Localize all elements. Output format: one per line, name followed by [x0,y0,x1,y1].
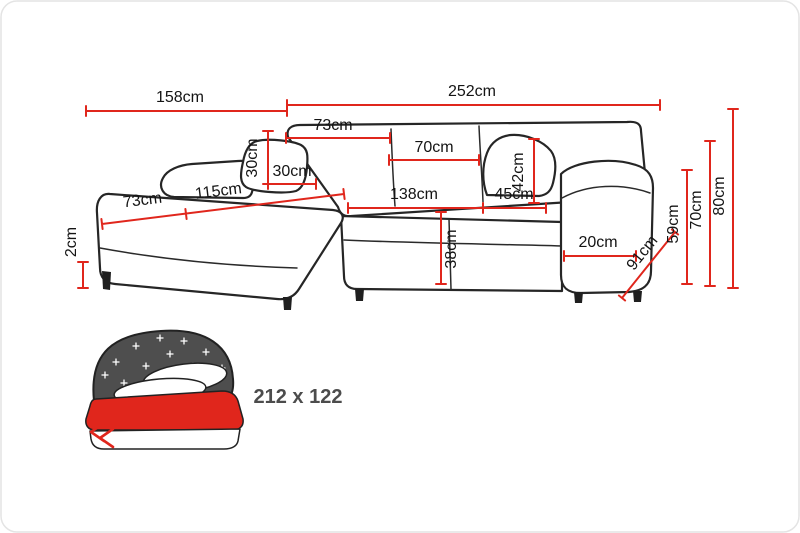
dim-line-chaise-diagonal [100,188,346,230]
dim-label-20: 20cm [578,234,617,251]
dim-label-45: 45cm [494,186,533,203]
dim-line-73-back [285,132,391,144]
dim-label-115-chaise: 115cm [194,180,243,203]
dim-label-30-pillow-width: 30cm [272,163,311,180]
dim-label-138: 138cm [390,186,438,203]
dim-label-70-back: 70cm [414,139,453,156]
dim-line-42 [528,138,540,204]
sofa-leg-chaise-front [283,297,292,310]
dim-line-38 [435,211,447,285]
dim-line-45 [482,202,547,214]
dim-line-30-horizontal [267,178,317,190]
sofa-left-armrest [159,159,259,200]
bed-base [89,428,241,450]
sofa-bed-icon [85,329,244,450]
unfold-arrow-icon [89,421,115,449]
dim-label-59: 59cm [665,204,682,243]
sofa-right-armrest [559,159,655,295]
sleeping-size-label: 212 x 122 [254,386,343,408]
dim-label-70-right: 70cm [688,190,705,229]
dim-label-42: 42cm [510,152,527,191]
dim-line-20 [563,250,637,262]
dim-line-252 [286,99,661,111]
corner-pillow [239,138,309,194]
sofa-chaise [95,192,344,301]
armrest-roll-seam [561,185,651,199]
sofa-leg-center [355,289,364,301]
dim-label-252: 252cm [448,83,496,100]
dimension-lines [77,99,739,302]
dim-label-158: 158cm [156,89,204,106]
dim-line-91-diagonal [617,228,680,302]
sofa-illustration [95,120,655,310]
dim-line-70-back [388,154,480,166]
seat-front-edge-seam [343,239,563,247]
backrest-cushion-seam-left [390,128,396,207]
dim-line-59 [681,169,693,285]
dim-line-80 [727,108,739,289]
dim-label-80: 80cm [711,176,728,215]
backrest-cushion-seam-right [478,125,484,203]
dim-label-38: 38cm [443,229,460,268]
sofa-leg-front-left [102,271,111,290]
right-pillow [482,133,557,198]
dim-line-158 [85,105,288,117]
sofa-main-seat [339,214,564,293]
dim-line-70-right [704,140,716,287]
seat-cushion-seam [448,218,452,290]
dim-label-30-pillow-height: 30cm [244,138,261,177]
dim-line-2-leg [77,261,89,289]
dim-label-73-back: 73cm [313,117,352,134]
dim-label-2-leg: 2cm [63,227,80,257]
dim-label-73-chaise: 73cm [122,190,163,212]
chaise-front-seam [99,247,298,269]
sofa-leg-right-outer [633,291,642,302]
sofa-leg-right-inner [574,292,583,303]
